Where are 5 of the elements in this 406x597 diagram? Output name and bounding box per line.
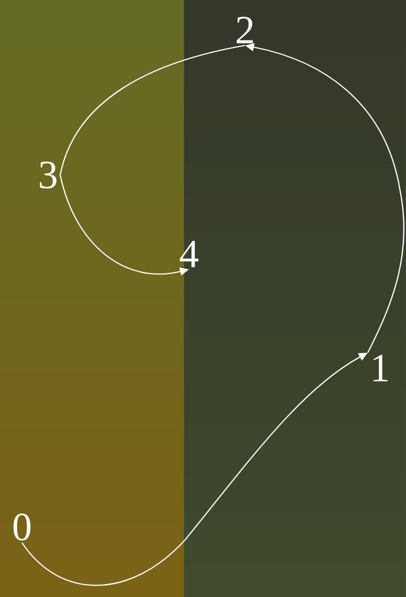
- point-label: 3: [40, 162, 56, 188]
- point-label: 1: [374, 354, 388, 382]
- point-label: 0: [14, 514, 30, 540]
- point-label: 2: [236, 16, 253, 44]
- point-label: 4: [180, 240, 198, 268]
